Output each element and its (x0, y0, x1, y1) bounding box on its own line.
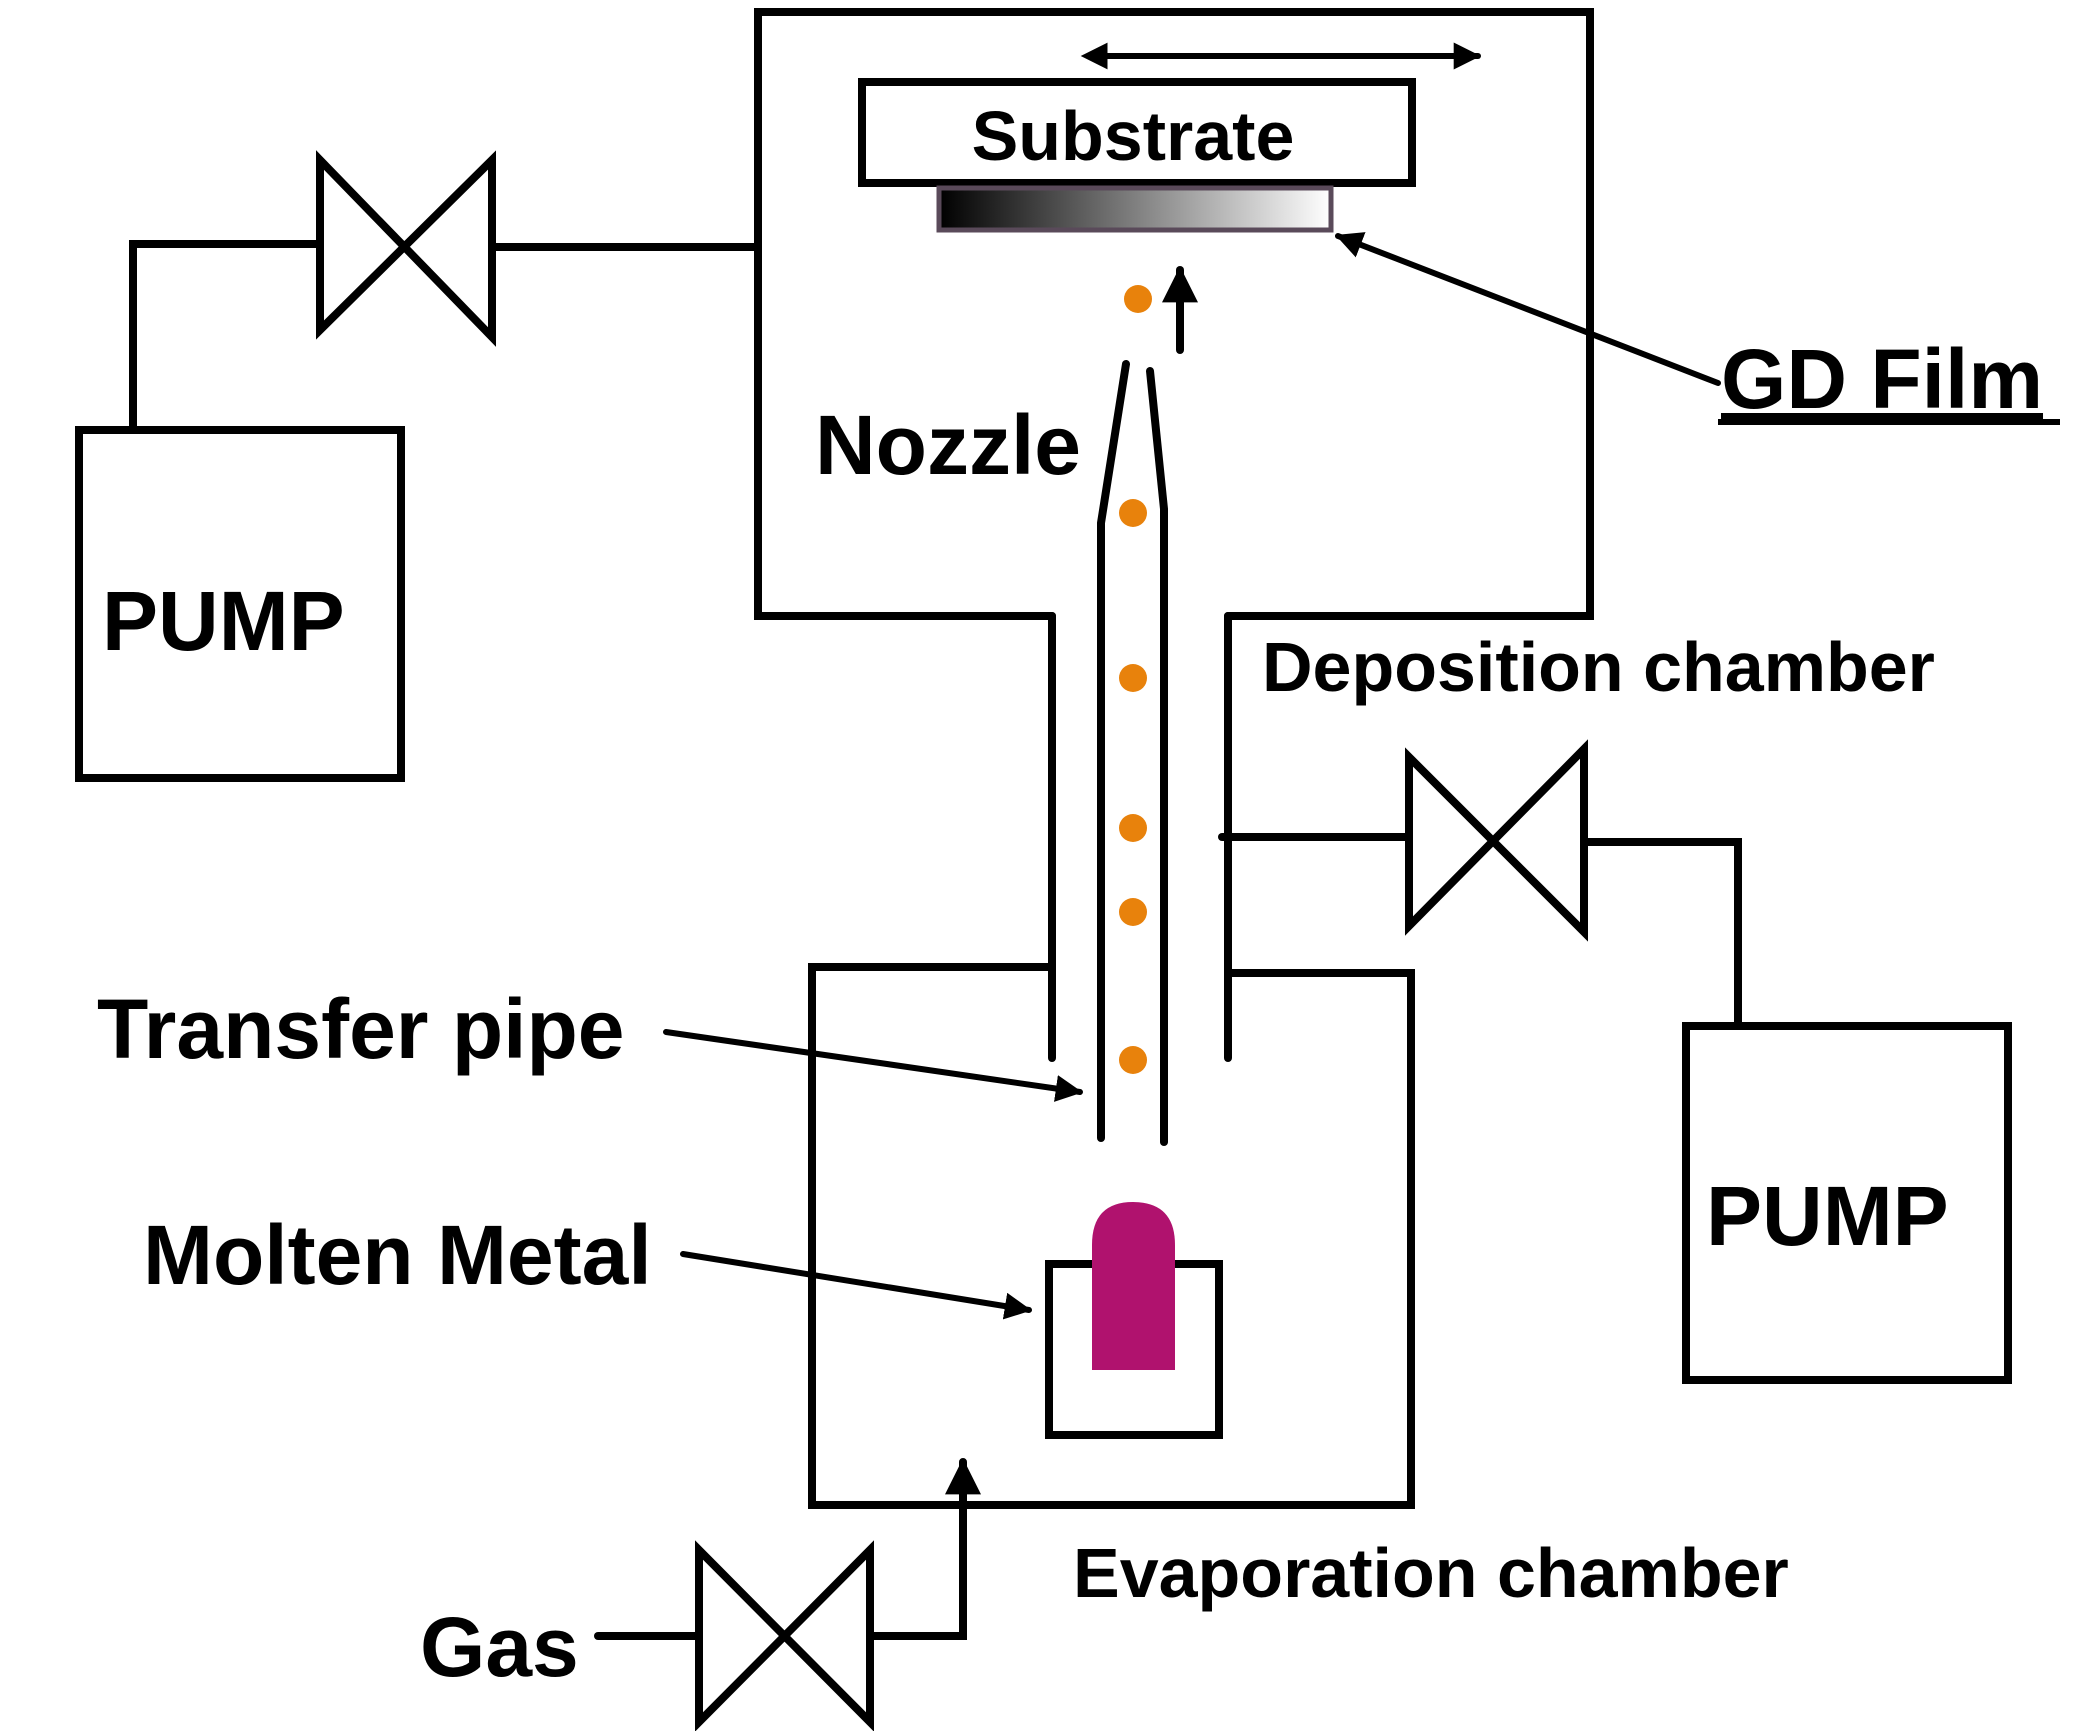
right-pump-line (1580, 838, 1742, 1028)
left-pump-line (129, 240, 322, 432)
pump-left-label: PUMP (102, 574, 345, 668)
molten-metal-label: Molten Metal (143, 1208, 652, 1302)
gd-film-label: GD Film (1721, 332, 2043, 426)
particle (1119, 664, 1147, 692)
left-pump-box (75, 426, 405, 782)
molten-metal-pointer (680, 1251, 1032, 1320)
particle (1124, 285, 1152, 313)
particle (1119, 1046, 1147, 1074)
gas-label: Gas (420, 1600, 579, 1694)
deposition-chamber-label: Deposition chamber (1262, 628, 1935, 706)
transfer-pipe-label: Transfer pipe (97, 982, 625, 1076)
nozzle-label: Nozzle (815, 398, 1081, 492)
right-pump-box (1682, 1022, 2012, 1384)
substrate-label: Substrate (972, 97, 1295, 175)
gas-valve (695, 1540, 874, 1731)
deposition-chamber-box (754, 8, 1594, 620)
pump-right-label: PUMP (1706, 1169, 1949, 1263)
particle (1119, 898, 1147, 926)
nozzle-left-wall (1097, 360, 1130, 1142)
molten-metal (1092, 1202, 1175, 1370)
evaporation-chamber-box (808, 963, 1415, 1509)
nozzle-right-wall (1146, 367, 1168, 1146)
substrate-holder (858, 78, 1416, 187)
particle (1119, 814, 1147, 842)
right-valve (1405, 739, 1588, 942)
gd-film (936, 185, 1334, 233)
evaporation-chamber-label: Evaporation chamber (1073, 1534, 1789, 1612)
gas-line-to-chamber (866, 1458, 981, 1640)
gd-film-pointer (1335, 232, 1721, 386)
particle (1119, 499, 1147, 527)
transfer-pipe-pointer (663, 1029, 1083, 1102)
left-valve (316, 150, 496, 347)
